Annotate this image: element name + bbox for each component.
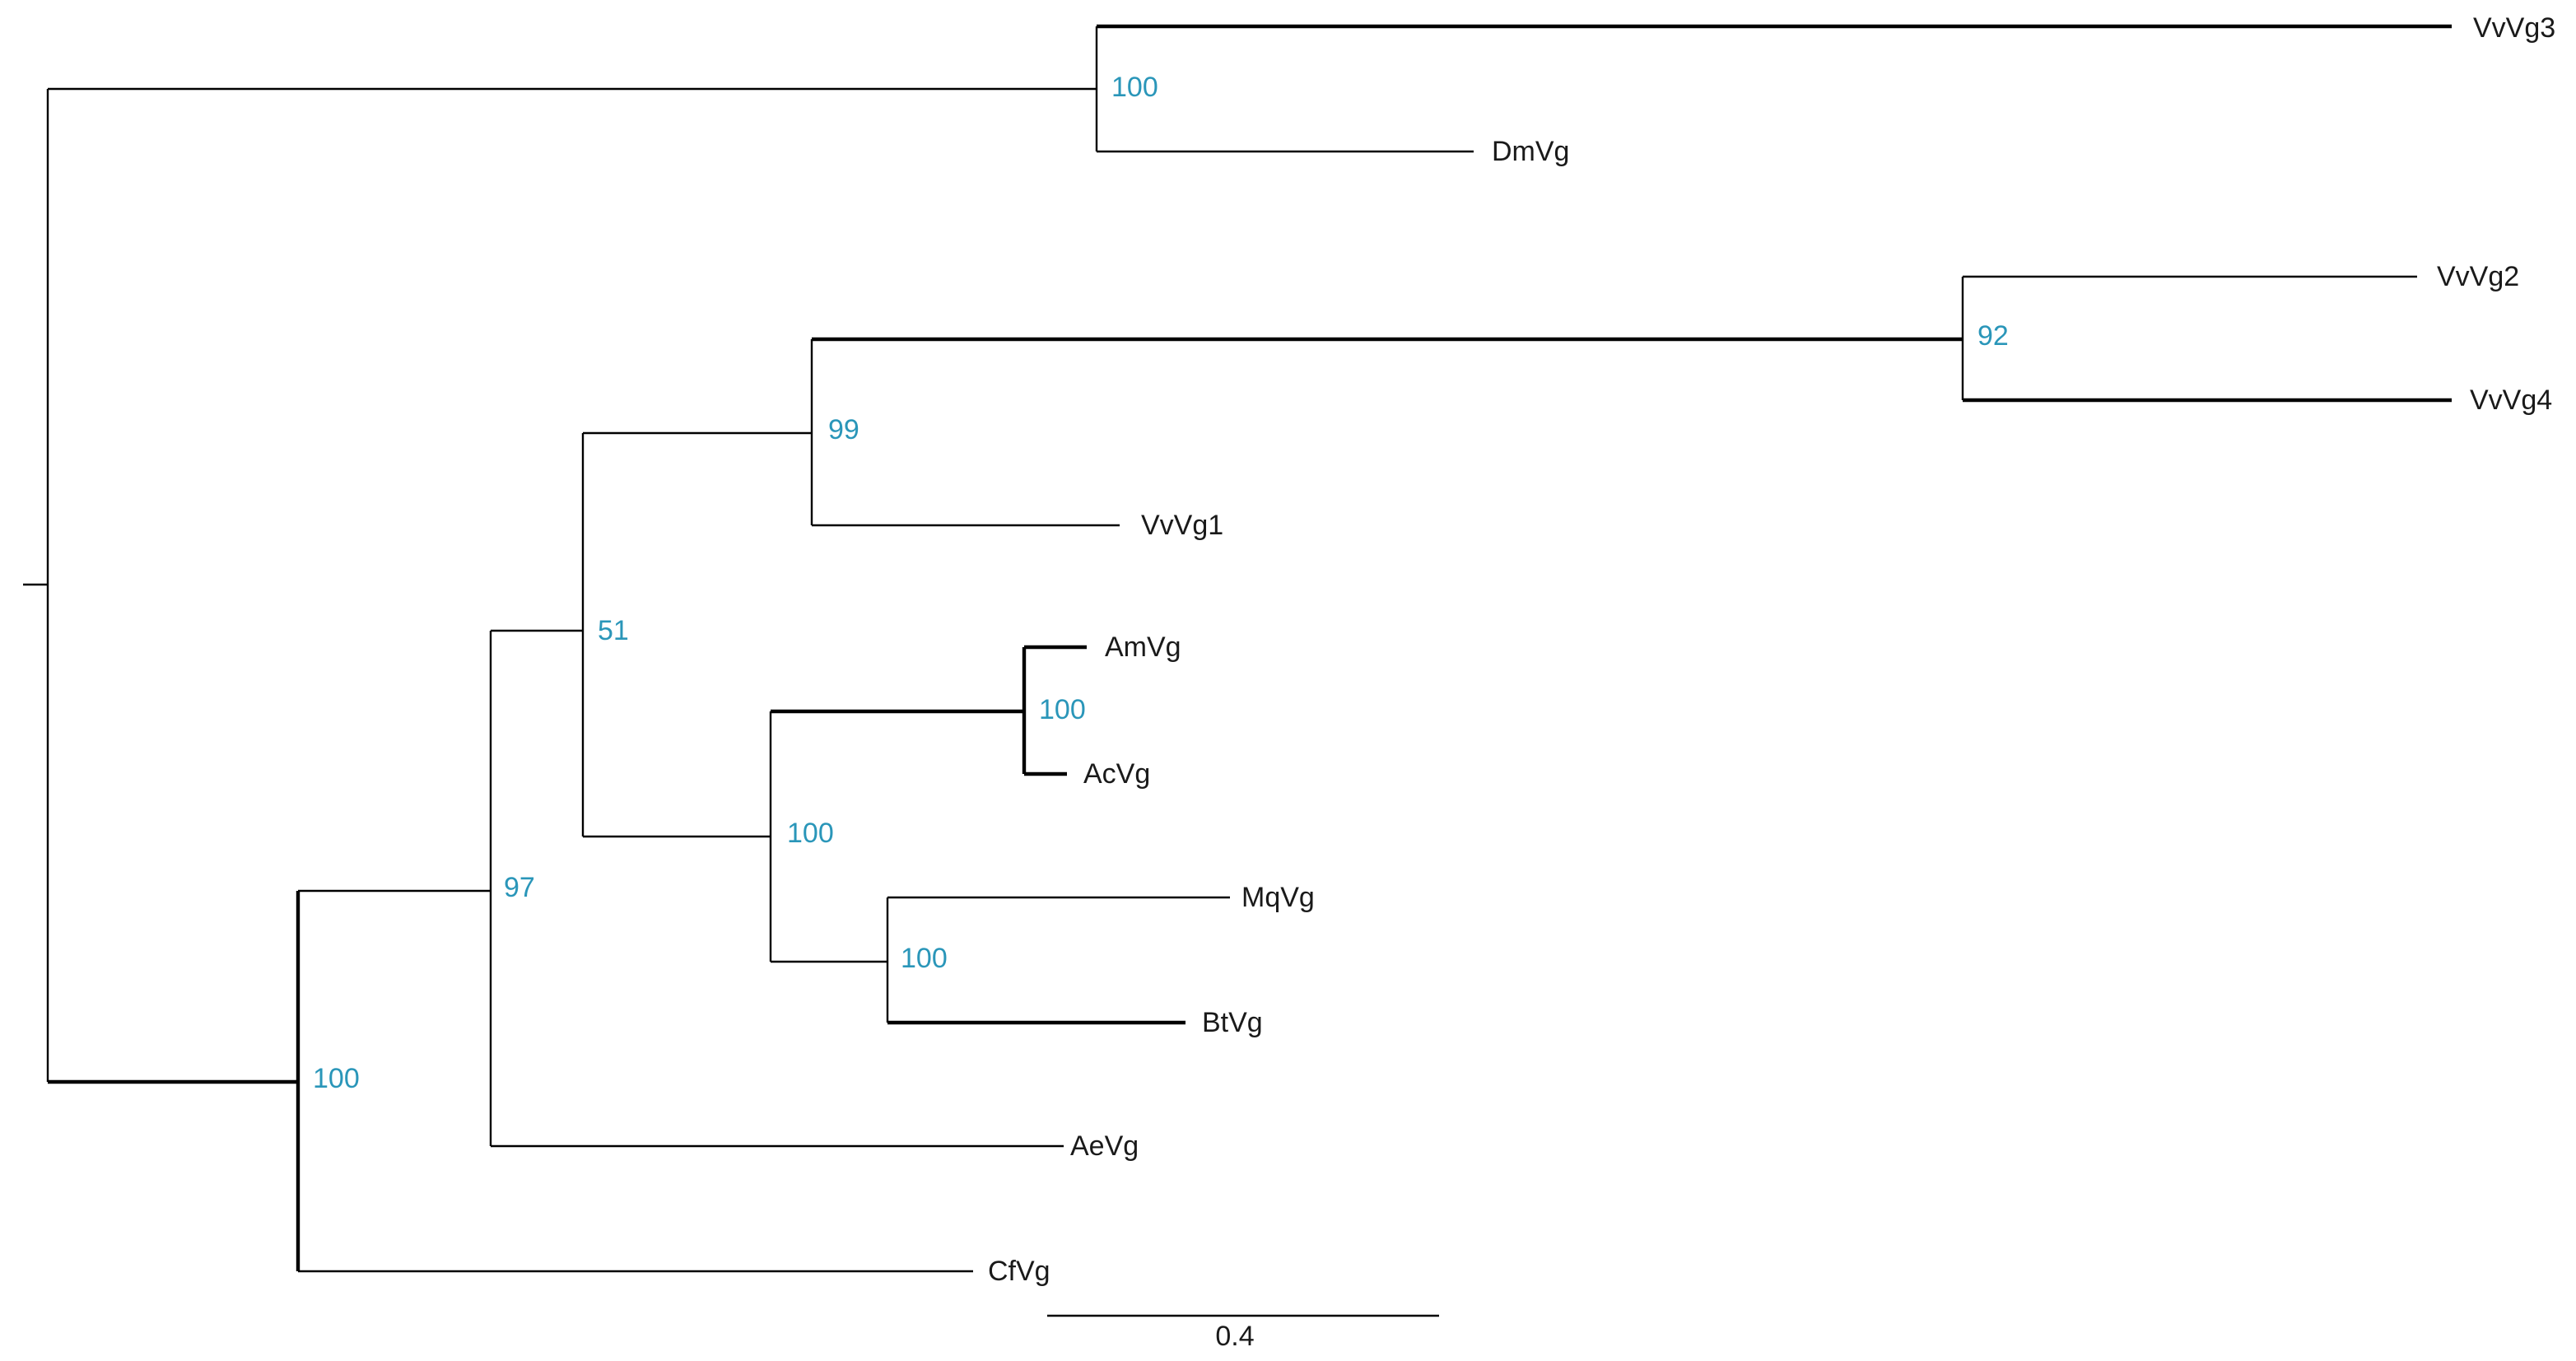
leaf-label-vvvg3: VvVg3 (2473, 12, 2555, 44)
leaf-label-cfvg: CfVg (988, 1256, 1050, 1287)
leaf-label-amvg: AmVg (1105, 632, 1181, 663)
leaf-label-vvvg1: VvVg1 (1141, 510, 1223, 541)
leaf-label-vvvg2: VvVg2 (2437, 261, 2519, 292)
support-value-vvvg2-vvvg4: 92 (1977, 320, 2009, 352)
support-value-bee-clade: 100 (787, 818, 834, 849)
support-value-mqvg-btvg: 100 (901, 943, 948, 974)
support-value-node-97: 97 (504, 872, 535, 903)
leaf-label-acvg: AcVg (1083, 758, 1150, 790)
leaf-label-btvg: BtVg (1202, 1007, 1263, 1038)
support-value-vvvg1-clade: 99 (828, 414, 859, 445)
leaf-label-vvvg4: VvVg4 (2470, 385, 2552, 416)
support-value-amvg-acvg: 100 (1039, 694, 1086, 725)
leaf-label-aevg: AeVg (1070, 1130, 1139, 1162)
leaf-label-mqvg: MqVg (1241, 882, 1315, 913)
leaf-label-dmvg: DmVg (1492, 136, 1569, 167)
support-value-ingroup: 100 (313, 1063, 360, 1094)
support-value-vvvg3-dmvg: 100 (1111, 72, 1158, 103)
support-value-node-51: 51 (598, 615, 629, 646)
scale-bar-label: 0.4 (1215, 1321, 1254, 1352)
